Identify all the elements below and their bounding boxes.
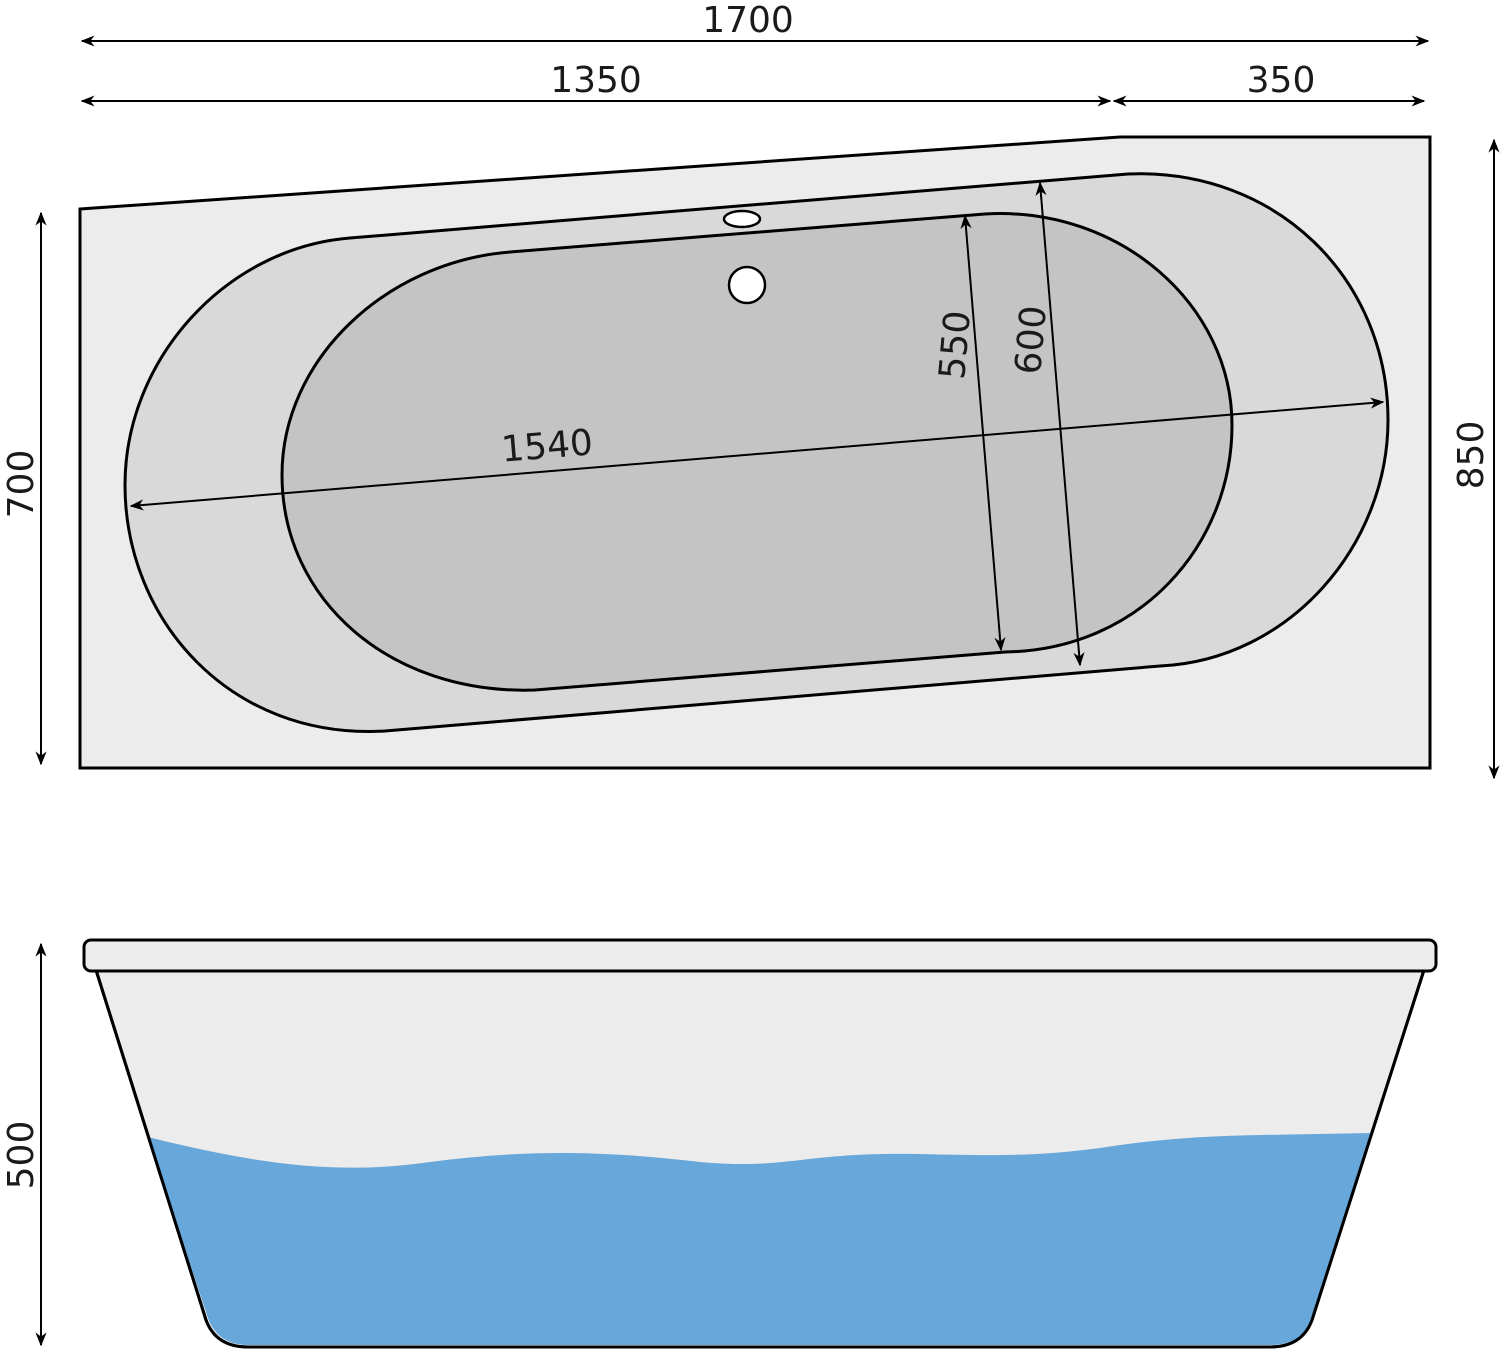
- dim-main-length: 1350: [550, 60, 642, 101]
- dim-line-outer-width: [1035, 181, 1085, 667]
- dim-right-width: 850: [1451, 421, 1492, 490]
- dim-left-width: 700: [1, 450, 42, 519]
- water: [148, 1133, 1372, 1345]
- top-view: 1700 1350 350 700 850 1540 550 600: [1, 0, 1500, 780]
- dim-extension-length: 350: [1247, 60, 1316, 101]
- drain-hole: [727, 265, 767, 305]
- dim-total-length: 1700: [702, 0, 794, 41]
- dim-line-inner-width: [960, 214, 1006, 652]
- overflow-hole: [722, 209, 762, 229]
- tub-body-outline: [94, 969, 1426, 1349]
- dim-outer-width: 600: [1008, 304, 1055, 376]
- dim-depth: 500: [1, 1121, 42, 1190]
- dim-line-basin-length: [129, 397, 1385, 511]
- dim-basin-length: 1540: [500, 422, 595, 470]
- side-rim: [82, 938, 1438, 973]
- dim-inner-width: 550: [932, 309, 979, 381]
- side-view: 500: [1, 938, 1438, 1349]
